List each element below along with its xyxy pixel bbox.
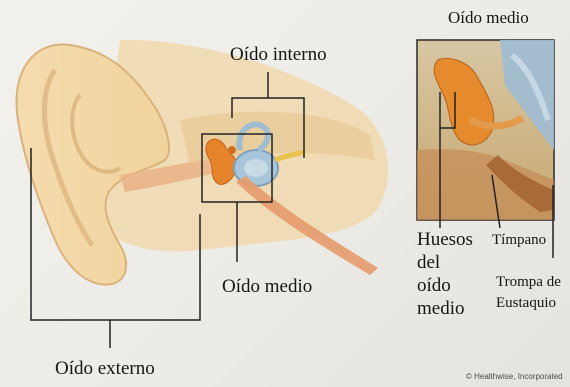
ossicles-label: Huesos del oído medio — [417, 228, 473, 320]
outer-ear-label: Oído externo — [55, 358, 155, 380]
ossicles-label-line: Huesos — [417, 228, 473, 251]
eustachian-label: Trompa de Eustaquio — [496, 272, 561, 314]
copyright-credit: © Healthwise, Incorporated — [466, 372, 563, 381]
middle-ear-label: Oído medio — [222, 276, 312, 298]
eustachian-label-line: Trompa de — [496, 272, 561, 293]
eustachian-label-line: Eustaquio — [496, 293, 561, 314]
inner-ear-label: Oído interno — [230, 44, 327, 66]
ossicles-label-line: oído — [417, 274, 473, 297]
ossicles-label-line: medio — [417, 297, 473, 320]
ossicles-label-line: del — [417, 251, 473, 274]
inset-title: Oído medio — [448, 8, 529, 28]
eardrum-label: Tímpano — [492, 230, 546, 251]
